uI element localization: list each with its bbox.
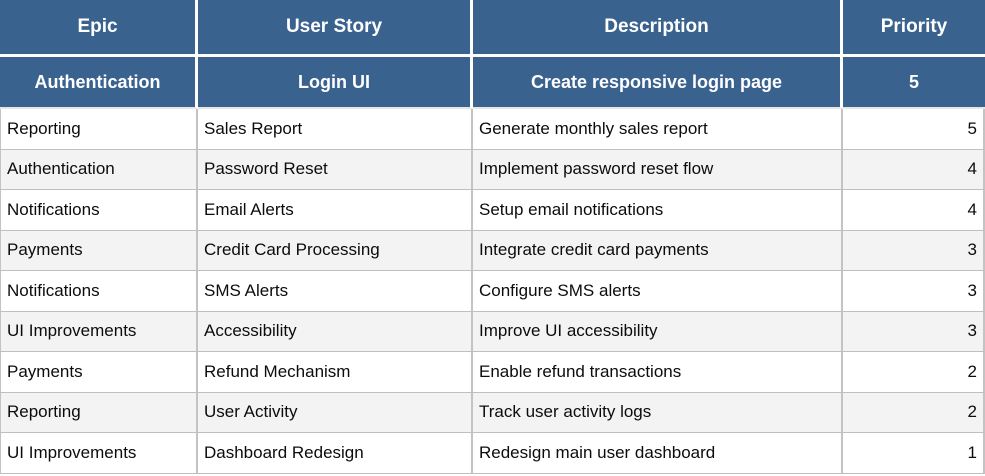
cell-description: Configure SMS alerts <box>473 271 843 312</box>
cell-user-story: Sales Report <box>198 109 473 150</box>
cell-description: Enable refund transactions <box>473 352 843 393</box>
cell-epic: Notifications <box>0 190 198 231</box>
cell-epic: UI Improvements <box>0 433 198 474</box>
cell-epic: Reporting <box>0 392 198 433</box>
cell-priority: 3 <box>843 311 985 352</box>
cell-user-story: User Activity <box>198 392 473 433</box>
cell-epic: Payments <box>0 352 198 393</box>
cell-epic: Reporting <box>0 109 198 150</box>
cell-priority: 5 <box>843 109 985 150</box>
cell-description: Track user activity logs <box>473 392 843 433</box>
table-row: UI Improvements Accessibility Improve UI… <box>0 311 985 352</box>
column-header-description: Description <box>473 0 843 57</box>
cell-epic: Authentication <box>0 149 198 190</box>
table-header-row: Epic User Story Description Priority <box>0 0 985 57</box>
table-row: Notifications Email Alerts Setup email n… <box>0 190 985 231</box>
cell-description: Integrate credit card payments <box>473 230 843 271</box>
column-header-priority: Priority <box>843 0 985 57</box>
cell-description: Generate monthly sales report <box>473 109 843 150</box>
column-header-epic: Epic <box>0 0 198 57</box>
cell-user-story: Dashboard Redesign <box>198 433 473 474</box>
cell-priority: 2 <box>843 392 985 433</box>
table-row: Authentication Password Reset Implement … <box>0 149 985 190</box>
cell-priority: 1 <box>843 433 985 474</box>
cell-description: Improve UI accessibility <box>473 311 843 352</box>
cell-priority: 4 <box>843 149 985 190</box>
cell-description: Redesign main user dashboard <box>473 433 843 474</box>
cell-user-story: Email Alerts <box>198 190 473 231</box>
cell-description: Create responsive login page <box>473 57 843 109</box>
cell-epic: Notifications <box>0 271 198 312</box>
cell-priority: 4 <box>843 190 985 231</box>
cell-epic: UI Improvements <box>0 311 198 352</box>
cell-priority: 3 <box>843 271 985 312</box>
cell-user-story: Password Reset <box>198 149 473 190</box>
cell-user-story: Login UI <box>198 57 473 109</box>
table-row: Payments Refund Mechanism Enable refund … <box>0 352 985 393</box>
table-row: Payments Credit Card Processing Integrat… <box>0 230 985 271</box>
column-header-user-story: User Story <box>198 0 473 57</box>
cell-priority: 2 <box>843 352 985 393</box>
table-row: Notifications SMS Alerts Configure SMS a… <box>0 271 985 312</box>
cell-user-story: Credit Card Processing <box>198 230 473 271</box>
cell-priority: 5 <box>843 57 985 109</box>
featured-row: Authentication Login UI Create responsiv… <box>0 57 985 109</box>
cell-epic: Authentication <box>0 57 198 109</box>
cell-user-story: Accessibility <box>198 311 473 352</box>
cell-user-story: Refund Mechanism <box>198 352 473 393</box>
cell-epic: Payments <box>0 230 198 271</box>
table-row: Reporting Sales Report Generate monthly … <box>0 109 985 150</box>
cell-description: Setup email notifications <box>473 190 843 231</box>
cell-description: Implement password reset flow <box>473 149 843 190</box>
table-row: Reporting User Activity Track user activ… <box>0 392 985 433</box>
cell-user-story: SMS Alerts <box>198 271 473 312</box>
cell-priority: 3 <box>843 230 985 271</box>
table-row: UI Improvements Dashboard Redesign Redes… <box>0 433 985 474</box>
